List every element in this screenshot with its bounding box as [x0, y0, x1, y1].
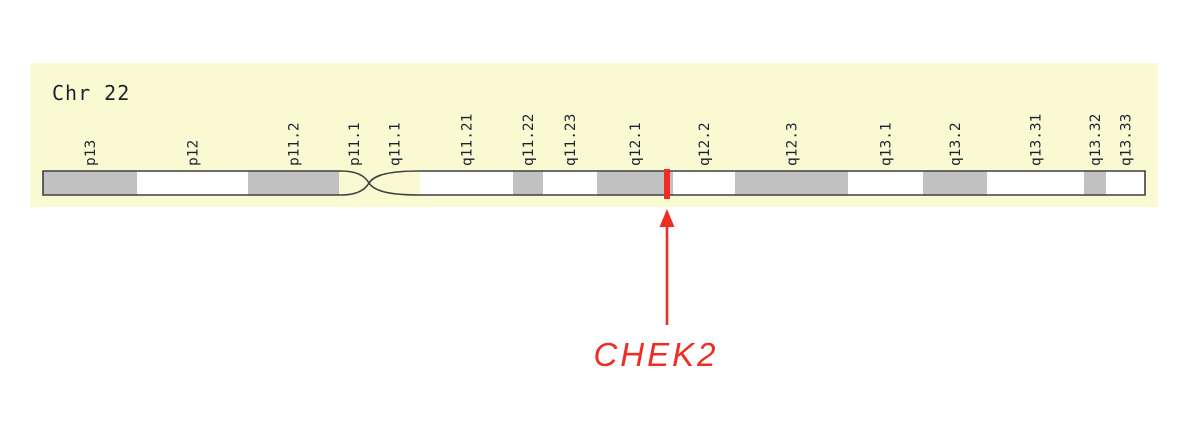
- band-q11.22: [513, 171, 543, 195]
- band-p12: [137, 171, 248, 195]
- band-q11.23: [543, 171, 597, 195]
- band-p13: [43, 171, 137, 195]
- chromosome-title: Chr 22: [52, 81, 131, 105]
- band-label-q13.1: q13.1: [879, 122, 895, 166]
- band-q13.31: [987, 171, 1084, 195]
- band-label-p11.1: p11.1: [347, 122, 363, 166]
- gene-label: CHEK2: [593, 336, 719, 373]
- band-q13.1: [848, 171, 923, 195]
- band-label-q12.1: q12.1: [628, 122, 644, 166]
- band-label-q13.33: q13.33: [1119, 114, 1135, 166]
- band-q13.33: [1106, 171, 1145, 195]
- band-q13.2: [923, 171, 987, 195]
- band-q13.32: [1084, 171, 1106, 195]
- band-label-p13: p13: [83, 140, 99, 166]
- band-q11.1: [369, 171, 420, 195]
- band-q12.2: [673, 171, 735, 195]
- band-p11.2: [248, 171, 339, 195]
- q-arm-outline: [368, 170, 1146, 196]
- gene-arrow-head: [659, 209, 675, 227]
- band-label-p12: p12: [186, 140, 202, 166]
- band-label-p11.2: p11.2: [287, 122, 303, 166]
- band-label-q13.32: q13.32: [1088, 114, 1104, 166]
- gene-marker-tick: [664, 169, 670, 199]
- band-group: [43, 171, 1145, 195]
- band-q12.1: [597, 171, 673, 195]
- band-label-q12.3: q12.3: [785, 122, 801, 166]
- band-label-q11.23: q11.23: [563, 114, 579, 166]
- band-label-q12.2: q12.2: [697, 122, 713, 166]
- band-label-q13.2: q13.2: [948, 122, 964, 166]
- band-p11.1: [339, 171, 369, 195]
- band-label-q11.1: q11.1: [388, 122, 404, 166]
- band-label-q11.22: q11.22: [521, 114, 537, 166]
- band-label-q11.21: q11.21: [460, 114, 476, 166]
- band-q11.21: [420, 171, 513, 195]
- band-q12.3: [735, 171, 848, 195]
- band-label-q13.31: q13.31: [1029, 114, 1045, 166]
